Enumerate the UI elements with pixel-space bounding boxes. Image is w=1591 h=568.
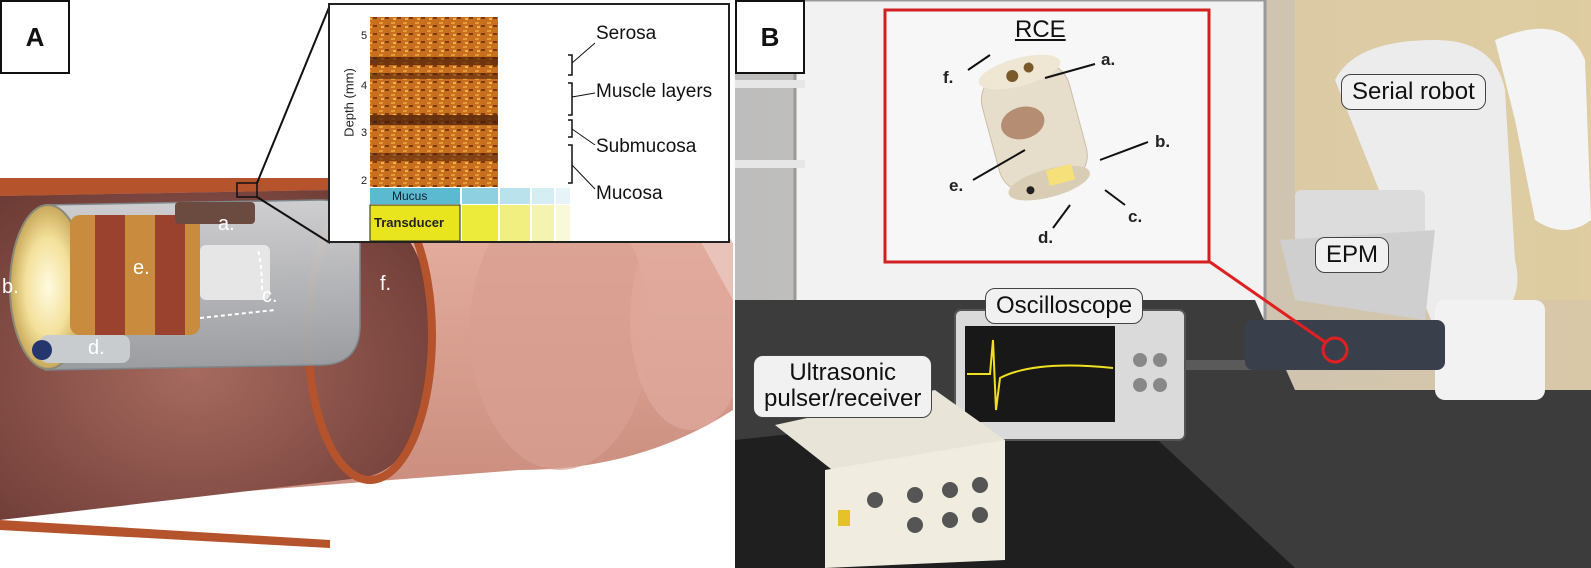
capsule-illustration	[0, 4, 733, 548]
layer-muscle: Muscle layers	[596, 81, 713, 102]
epm-label: EPM	[1315, 237, 1390, 274]
ultrasound-inset: 5 4 3 2 Depth (mm) Serosa Muscle layers …	[328, 3, 730, 243]
label-a: a.	[218, 213, 235, 235]
panel-letter-b: B	[735, 0, 805, 74]
panel-a: A a. b. c. d. e. f.	[0, 0, 733, 568]
rce-title: RCE	[1015, 16, 1066, 43]
y-tick-2: 2	[361, 175, 368, 187]
rce-label-f: f.	[943, 68, 954, 87]
label-f: f.	[380, 273, 392, 295]
panel-b: B RCE a. b. c. d. e. f. Serial robot EPM…	[735, 0, 1591, 568]
y-tick-3: 3	[361, 127, 368, 139]
y-tick-5: 5	[361, 30, 368, 42]
depth-axis-label: Depth (mm)	[341, 68, 357, 137]
layer-mucosa: Mucosa	[596, 183, 663, 204]
rce-label-d: d.	[1038, 228, 1054, 247]
ultrasound-scan	[369, 17, 596, 242]
rce-label-c: c.	[1128, 207, 1143, 226]
rce-label-b: b.	[1155, 132, 1171, 151]
pulser-receiver-label: Ultrasonic pulser/receiver	[753, 355, 933, 418]
oscilloscope-label: Oscilloscope	[985, 288, 1144, 325]
label-e: e.	[133, 257, 150, 279]
label-d: d.	[88, 337, 105, 359]
lab-setup-photo	[735, 0, 1591, 568]
y-tick-4: 4	[361, 80, 368, 92]
layer-serosa: Serosa	[596, 23, 657, 44]
rce-label-e: e.	[949, 176, 964, 195]
transducer-label: Transducer	[374, 215, 445, 230]
label-c: c.	[262, 285, 278, 307]
rce-label-a: a.	[1101, 50, 1116, 69]
serial-robot-label: Serial robot	[1341, 74, 1486, 111]
layer-submucosa: Submucosa	[596, 136, 697, 157]
panel-letter-a: A	[0, 0, 70, 74]
label-b: b.	[2, 276, 19, 298]
mucus-label: Mucus	[392, 189, 428, 203]
